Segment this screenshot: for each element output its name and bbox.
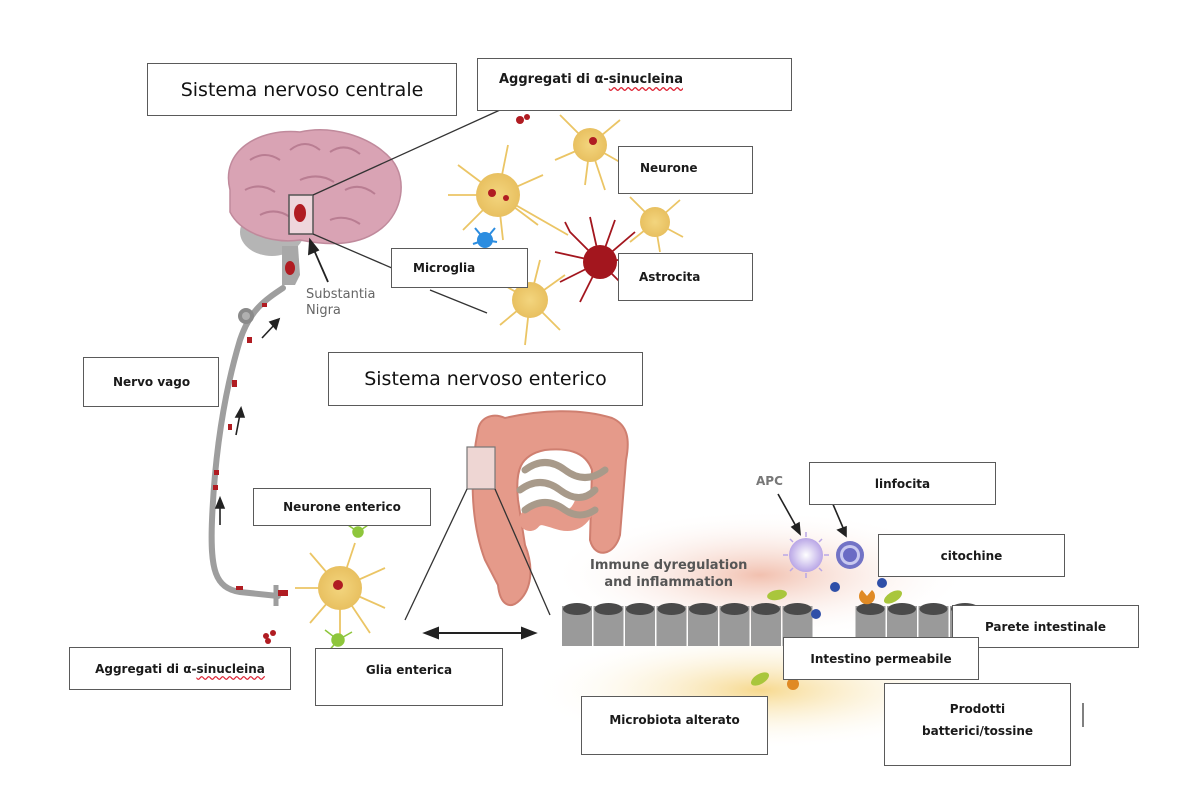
intestino-permeabile-box: Intestino permeabile bbox=[783, 637, 979, 680]
neurone-label: Neurone bbox=[640, 161, 698, 175]
microglia-cell bbox=[472, 227, 498, 248]
cns-title-box: Sistema nervoso centrale bbox=[147, 63, 457, 116]
astrocita-box: Astrocita bbox=[618, 253, 753, 301]
aggregates-top-prefix: Aggregati di α- bbox=[499, 72, 609, 87]
linfocita-box: linfocita bbox=[809, 462, 996, 505]
astrocyte-cell bbox=[554, 216, 646, 303]
epithelial-cell-top bbox=[626, 603, 654, 615]
prodotti-line-1: Prodotti bbox=[949, 702, 1006, 716]
double-arrow bbox=[422, 626, 538, 640]
substantia-text: Substantia bbox=[306, 287, 376, 302]
ens-title-box: Sistema nervoso enterico bbox=[328, 352, 643, 406]
aggregates-bottom-word: sinucleina bbox=[196, 661, 265, 676]
microbiota-alterato-label: Microbiota alterato bbox=[609, 713, 740, 727]
cns-neurons bbox=[448, 114, 684, 346]
epithelial-cell-top bbox=[657, 603, 686, 615]
apc-cell bbox=[783, 532, 829, 578]
nigra-text: Nigra bbox=[306, 303, 341, 318]
vagus-nerve bbox=[208, 285, 288, 644]
parete-intestinale-label: Parete intestinale bbox=[984, 619, 1107, 634]
aggregates-bottom-label: Aggregati di α-sinucleina bbox=[95, 662, 265, 676]
neurone-enterico-label: Neurone enterico bbox=[283, 500, 401, 514]
epithelial-cell-top bbox=[888, 603, 916, 615]
enteric-glia bbox=[324, 524, 369, 653]
aggregates-bottom-prefix: Aggregati di α- bbox=[95, 661, 197, 676]
epithelial-cell-top bbox=[720, 603, 749, 615]
immune-line-1: Immune dyregulation bbox=[590, 558, 748, 573]
aggregates-top-word: sinucleina bbox=[608, 72, 683, 87]
cytokines bbox=[811, 578, 887, 619]
ens-title: Sistema nervoso enterico bbox=[364, 368, 607, 390]
bacterial-product bbox=[859, 590, 875, 605]
aggregates-top-label: Aggregati di α-sinucleina bbox=[499, 72, 683, 87]
epithelial-cell-top bbox=[689, 603, 717, 615]
immune-line-2: and inflammation bbox=[604, 575, 734, 590]
enteric-neuron bbox=[295, 542, 386, 638]
citochine-box: citochine bbox=[878, 534, 1065, 577]
epithelial-cell-top bbox=[594, 603, 623, 615]
parete-intestinale-box: Parete intestinale bbox=[952, 605, 1139, 648]
aggregates-bottom-box: Aggregati di α-sinucleina bbox=[69, 647, 291, 690]
prodotti-line-2: batterici/tossine bbox=[922, 724, 1033, 738]
colon-illustration bbox=[466, 410, 629, 606]
substantia-nigra-label: Substantia Nigra bbox=[306, 287, 376, 319]
cns-title: Sistema nervoso centrale bbox=[180, 78, 424, 101]
apc-label: APC bbox=[756, 474, 783, 488]
prodotti-box: Prodotti batterici/tossine bbox=[884, 683, 1071, 766]
neurone-enterico-box: Neurone enterico bbox=[253, 488, 431, 526]
intestino-permeabile-label: Intestino permeabile bbox=[810, 651, 952, 666]
glia-enterica-label: Glia enterica bbox=[365, 663, 453, 677]
epithelial-cell-top bbox=[856, 603, 885, 615]
brain-illustration bbox=[227, 129, 402, 285]
epithelial-cell-top bbox=[752, 603, 780, 615]
nervo-vago-box: Nervo vago bbox=[83, 357, 219, 407]
epithelial-cell-top bbox=[563, 603, 591, 615]
lymphocyte-cell bbox=[836, 541, 864, 569]
substantia-nigra-arrow bbox=[307, 237, 329, 283]
glia-enterica-box: Glia enterica bbox=[315, 648, 503, 706]
citochine-label: citochine bbox=[940, 548, 1003, 563]
aggregates-top-box: Aggregati di α-sinucleina bbox=[477, 58, 792, 111]
epithelial-cell-top bbox=[783, 603, 812, 615]
microbiota-alterato-box: Microbiota alterato bbox=[581, 696, 768, 755]
neurone-box: Neurone bbox=[618, 146, 753, 194]
epithelial-cell-top bbox=[919, 603, 948, 615]
linfocita-label: linfocita bbox=[874, 476, 931, 491]
astrocita-label: Astrocita bbox=[639, 270, 701, 284]
microglia-label: Microglia bbox=[413, 261, 476, 275]
nervo-vago-label: Nervo vago bbox=[113, 375, 191, 389]
microglia-box: Microglia bbox=[391, 248, 528, 288]
immune-dysregulation-label: Immune dyregulation and inflammation bbox=[590, 557, 747, 591]
